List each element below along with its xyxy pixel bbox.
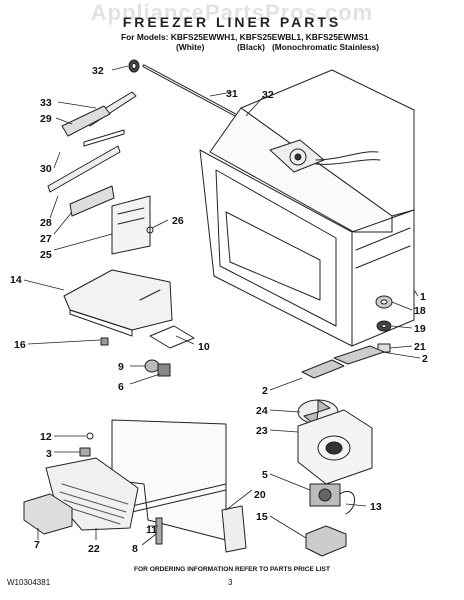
part-pad-2a (301, 359, 345, 379)
callout-25: 25 (40, 249, 52, 261)
callout-13: 13 (370, 501, 382, 513)
callout-27: 27 (40, 233, 52, 245)
page-number: 3 (228, 578, 233, 587)
callout-10: 10 (198, 341, 210, 353)
part-bushing-top (128, 59, 140, 73)
callout-5: 5 (262, 469, 268, 481)
callout-24: 24 (256, 405, 268, 417)
color-black: (Black) (237, 42, 265, 52)
callout-26: 26 (172, 215, 184, 227)
part-left-rail (47, 91, 137, 217)
part-freezer-liner (199, 69, 415, 347)
part-pad (149, 325, 195, 349)
part-pad-2b (333, 345, 385, 365)
callout-2a: 2 (262, 385, 268, 397)
part-strip (221, 505, 247, 553)
callout-29: 29 (40, 113, 52, 125)
callout-22: 22 (88, 543, 100, 555)
part-insulation (23, 493, 73, 535)
callout-18: 18 (414, 305, 426, 317)
callout-14: 14 (10, 274, 22, 286)
callout-21: 21 (414, 341, 426, 353)
part-grommet-18 (375, 295, 393, 309)
callout-28: 28 (40, 217, 52, 229)
callout-20: 20 (254, 489, 266, 501)
part-grommet (79, 447, 91, 457)
page-title: FREEZER LINER PARTS (122, 14, 342, 30)
watermark: AppliancePartsPros.com (90, 0, 374, 25)
callout-3: 3 (46, 448, 52, 460)
color-white: (White) (176, 42, 205, 52)
part-lamp-socket (144, 359, 171, 377)
callout-32a: 32 (92, 65, 104, 77)
callout-11: 11 (146, 524, 157, 536)
callout-1: 1 (420, 291, 426, 303)
callout-32b: 32 (262, 89, 274, 101)
callout-30: 30 (40, 163, 52, 175)
callout-23: 23 (256, 425, 268, 437)
callout-33: 33 (40, 97, 52, 109)
part-bracket (111, 195, 154, 255)
models-line: For Models: KBFS25EWWH1, KBFS25EWBL1, KB… (121, 32, 369, 42)
callout-2b: 2 (422, 353, 428, 365)
part-motor-bracket (305, 525, 347, 557)
callout-6: 6 (118, 381, 124, 393)
callout-8: 8 (132, 543, 138, 555)
part-clip-8 (155, 517, 163, 545)
ordering-note: FOR ORDERING INFORMATION REFER TO PARTS … (134, 566, 330, 573)
part-fan-motor (309, 483, 355, 515)
callout-7: 7 (34, 539, 40, 551)
part-cover (63, 269, 173, 337)
part-fan-shroud (297, 409, 373, 485)
callout-19: 19 (414, 323, 426, 335)
callout-9: 9 (118, 361, 124, 373)
callout-12: 12 (40, 431, 52, 443)
document-number: W10304381 (7, 578, 51, 587)
callout-15: 15 (256, 511, 268, 523)
part-screw (86, 432, 94, 440)
part-clip (100, 337, 109, 346)
color-stainless: (Monochromatic Stainless) (272, 42, 380, 52)
callout-16: 16 (14, 339, 26, 351)
callout-31: 31 (226, 88, 238, 100)
